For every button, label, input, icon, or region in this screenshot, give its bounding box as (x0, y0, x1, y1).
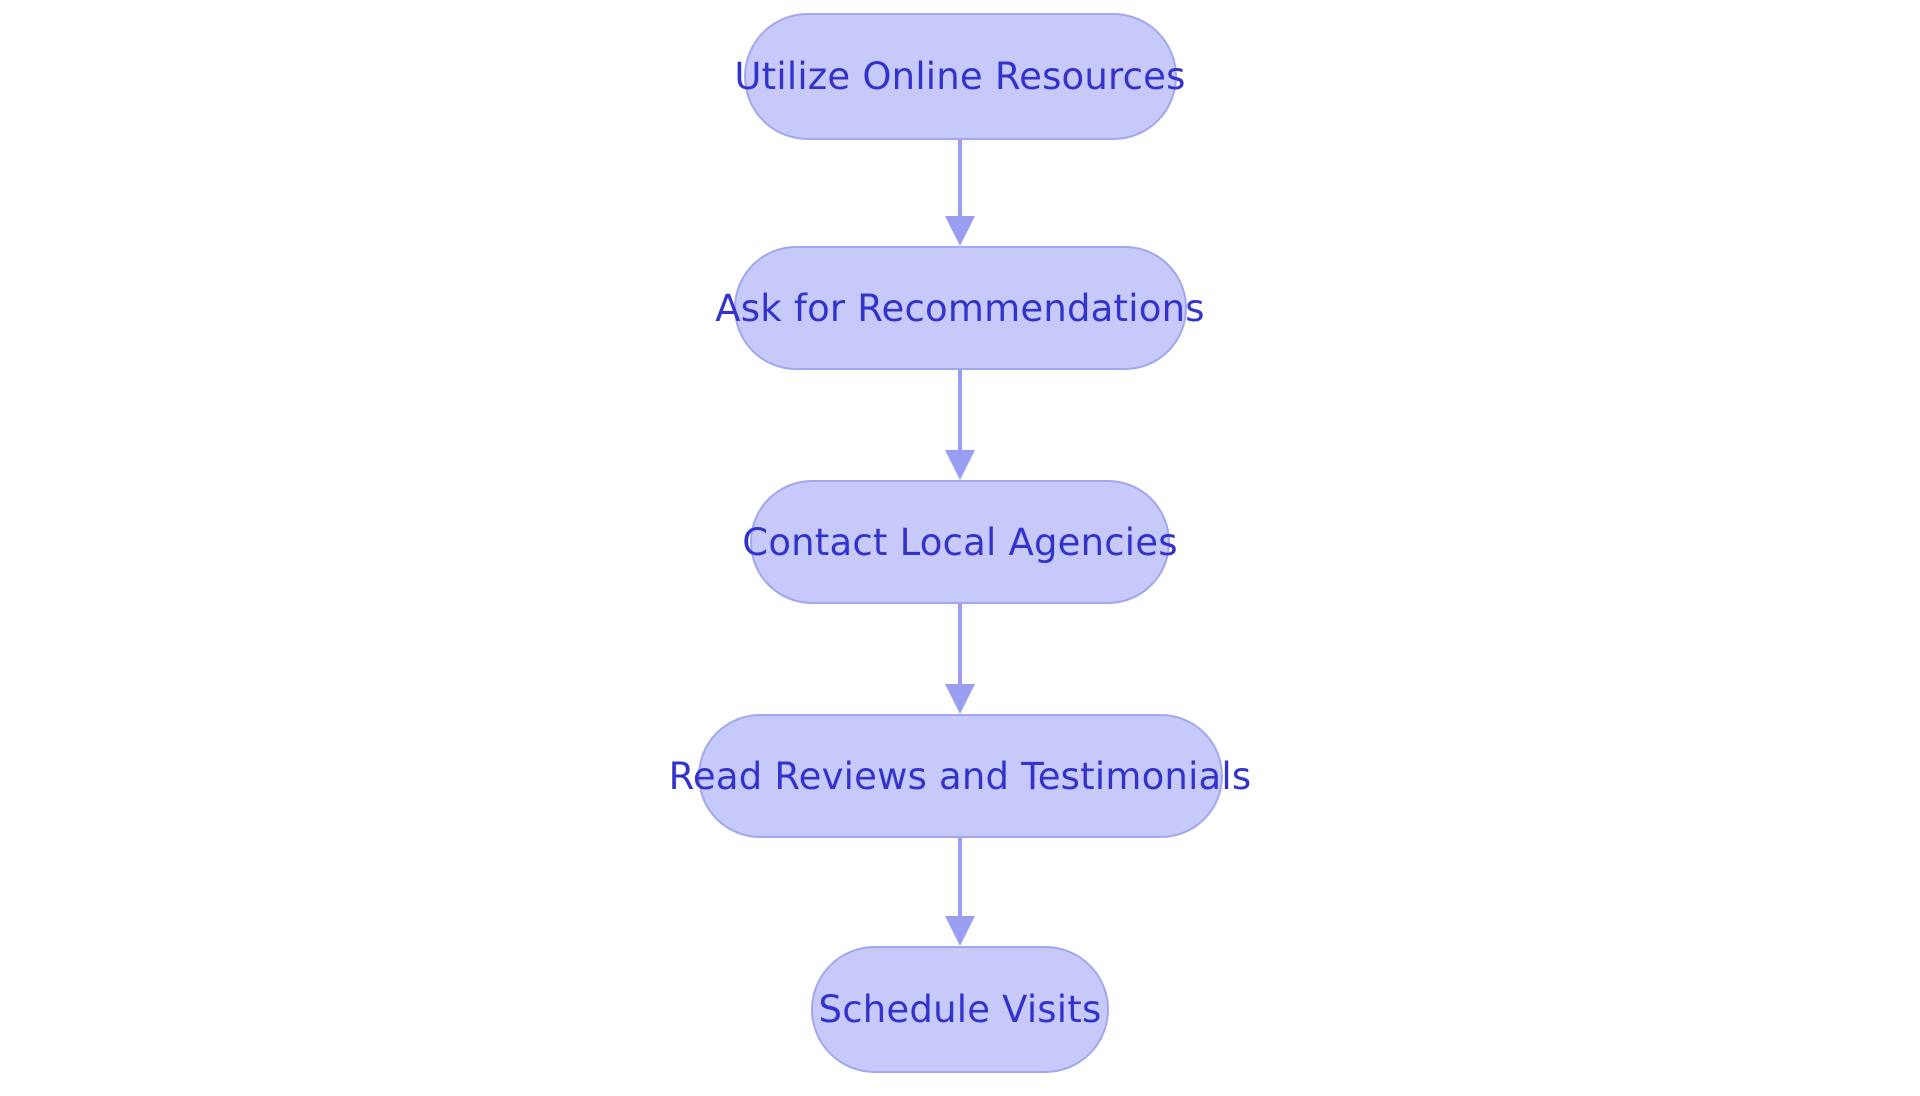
flowchart-arrow-1 (940, 140, 980, 246)
arrow-head-icon (945, 916, 975, 946)
arrow-head-icon (945, 684, 975, 714)
arrow-line-icon (958, 838, 962, 916)
node-label: Ask for Recommendations (715, 286, 1205, 330)
arrow-head-icon (945, 450, 975, 480)
node-label: Utilize Online Resources (734, 55, 1186, 98)
arrow-line-icon (958, 140, 962, 216)
flowchart-node-ask-for-recommendations[interactable]: Ask for Recommendations (715, 246, 1205, 370)
arrow-line-icon (958, 604, 962, 684)
flowchart-node-read-reviews-and-testimonials[interactable]: Read Reviews and Testimonials (669, 714, 1251, 838)
flowchart-arrow-4 (940, 838, 980, 946)
arrow-line-icon (958, 370, 962, 450)
flowchart-node-contact-local-agencies[interactable]: Contact Local Agencies (742, 480, 1178, 604)
flowchart-arrow-3 (940, 604, 980, 714)
flowchart-arrow-2 (940, 370, 980, 480)
flowchart-node-utilize-online-resources[interactable]: Utilize Online Resources (734, 13, 1185, 140)
arrow-head-icon (945, 216, 975, 246)
node-label: Read Reviews and Testimonials (668, 754, 1252, 798)
node-label: Contact Local Agencies (742, 520, 1178, 564)
node-label: Schedule Visits (818, 988, 1102, 1031)
flowchart-node-schedule-visits[interactable]: Schedule Visits (811, 946, 1109, 1073)
